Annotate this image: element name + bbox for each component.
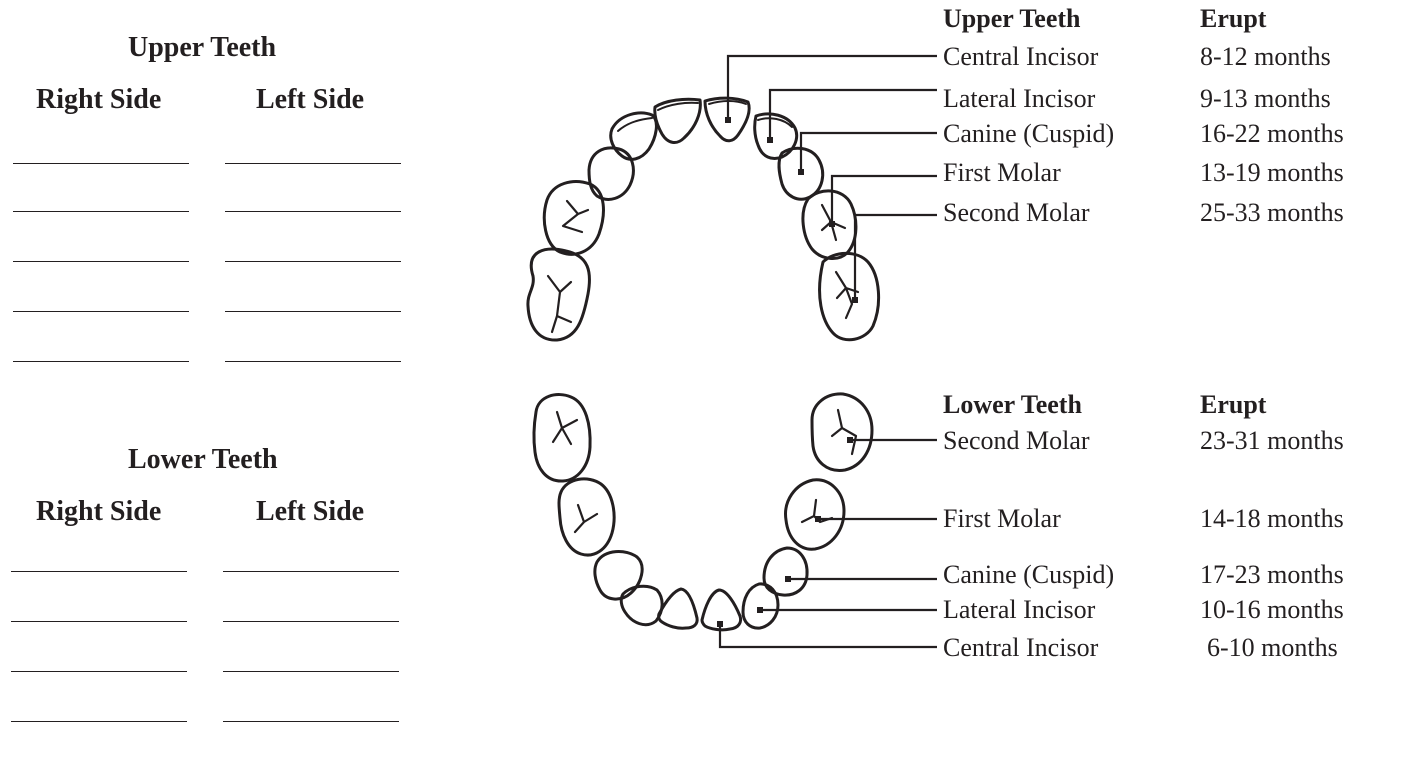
upper-right-lateral-incisor-inner [618,118,652,131]
lower-arch [534,394,872,630]
upper-tooth-name: Canine (Cuspid) [943,119,1114,149]
lower-right-central-incisor [659,589,698,628]
lower-right-second-molar [534,395,590,482]
leader-upper-central-incisor [728,56,937,120]
lower-table-erupt-heading: Erupt [1200,390,1266,420]
upper-right-lateral-incisor [611,113,657,159]
upper-tooth-erupt: 9-13 months [1200,84,1331,114]
upper-tooth-erupt: 16-22 months [1200,119,1344,149]
lower-right-lateral-incisor [621,586,662,624]
upper-right-first-molar-groove [563,201,588,232]
lower-left-second-molar [812,394,872,471]
lower-right-first-molar-groove [575,505,597,532]
lower-tooth-erupt: 6-10 months [1207,633,1338,663]
lower-tooth-erupt: 17-23 months [1200,560,1344,590]
upper-tooth-erupt: 25-33 months [1200,198,1344,228]
upper-left-lateral-incisor [755,114,797,159]
lower-tooth-erupt: 14-18 months [1200,504,1344,534]
upper-right-second-molar-groove [548,276,571,332]
upper-right-canine [589,148,633,199]
upper-arch [528,98,879,340]
upper-tooth-erupt: 13-19 months [1200,158,1344,188]
upper-tooth-name: Second Molar [943,198,1090,228]
lower-right-first-molar [559,479,614,555]
lower-tooth-erupt: 10-16 months [1200,595,1344,625]
lower-right-second-molar-groove [553,412,577,444]
upper-table-heading: Upper Teeth [943,4,1081,34]
leader-upper-second-molar [855,215,937,300]
upper-tooth-name: First Molar [943,158,1061,188]
lower-tooth-name: Canine (Cuspid) [943,560,1114,590]
lower-right-canine [595,552,642,600]
lower-tooth-name: First Molar [943,504,1061,534]
upper-right-central-incisor [655,99,701,142]
upper-leader-lines [728,56,937,300]
lower-tooth-name: Central Incisor [943,633,1098,663]
upper-tooth-name: Central Incisor [943,42,1098,72]
upper-tooth-erupt: 8-12 months [1200,42,1331,72]
lower-tooth-name: Second Molar [943,426,1090,456]
lower-tooth-name: Lateral Incisor [943,595,1095,625]
lower-tooth-erupt: 23-31 months [1200,426,1344,456]
upper-tooth-name: Lateral Incisor [943,84,1095,114]
upper-table-erupt-heading: Erupt [1200,4,1266,34]
lower-table-heading: Lower Teeth [943,390,1082,420]
lower-left-second-molar-groove [832,410,856,454]
